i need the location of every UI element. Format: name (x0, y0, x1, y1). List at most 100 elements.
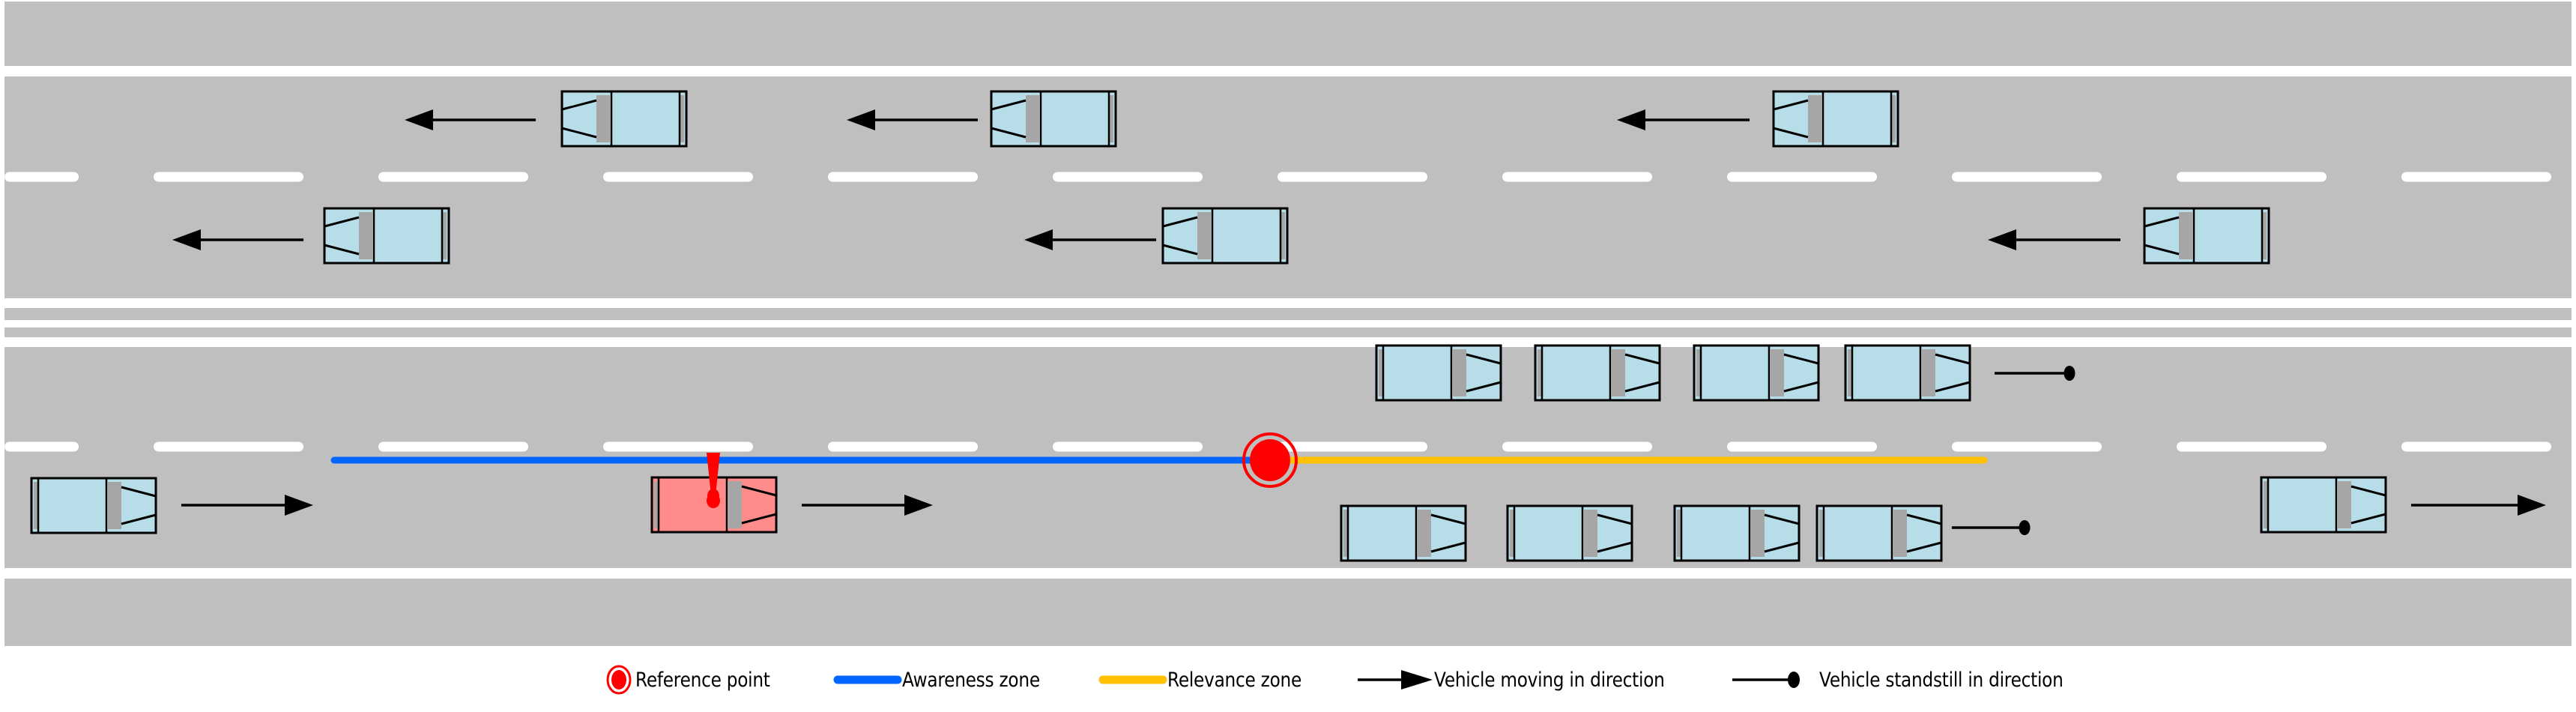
hood-line (1906, 513, 1942, 525)
moving-arrow-left (405, 109, 536, 130)
lane-dash (1278, 441, 1427, 452)
car-body (990, 90, 1117, 148)
rear-window (442, 212, 447, 259)
arrow-head (847, 109, 875, 130)
lane-dash (828, 172, 978, 182)
arrow-head (405, 109, 433, 130)
standstill-dot (2063, 366, 2075, 381)
hood-line (1624, 353, 1660, 365)
standstill-marker (1995, 366, 2075, 381)
windshield (107, 482, 121, 529)
reference-point-layer (1242, 432, 1298, 488)
lane-dash (378, 441, 528, 452)
windshield (596, 95, 611, 142)
lane-dash (154, 172, 303, 182)
reference-dot (1250, 439, 1290, 481)
hood-line (1764, 541, 1800, 553)
car-l2-2 (2260, 476, 2387, 534)
windshield (1750, 510, 1765, 557)
car-body (1506, 504, 1633, 562)
lane-dash (154, 441, 303, 452)
moving-arrow-left (1617, 109, 1750, 130)
rear-window (680, 95, 684, 142)
windshield (1417, 510, 1431, 557)
warning-dot-shadow (707, 493, 720, 508)
arrow-head (172, 229, 201, 250)
rear-window (1510, 510, 1514, 557)
reference-ring (1242, 432, 1298, 488)
top-shoulder (4, 1, 2572, 66)
hood-line (1764, 513, 1800, 525)
hood-line (561, 127, 597, 139)
windshield (2337, 481, 2351, 528)
rear-window (1696, 349, 1701, 396)
hood-line (1783, 381, 1819, 393)
hood-line (1466, 353, 1502, 365)
hood-line (1162, 244, 1198, 256)
car-body (1815, 504, 1943, 562)
car-body (30, 477, 157, 534)
windshield (1026, 95, 1040, 142)
legend-label: Reference point (635, 668, 770, 692)
hood-line (121, 486, 157, 498)
hood-line (1597, 541, 1633, 553)
warning-bar (707, 453, 720, 495)
lane-dash (1053, 172, 1203, 182)
standstill-dot (2019, 520, 2031, 535)
lane-dash (1727, 441, 1877, 452)
lane-dash (1952, 441, 2102, 452)
hood-line (1466, 381, 1502, 393)
car-body (1673, 504, 1801, 562)
hood-line (991, 99, 1027, 111)
moving-arrow-right (181, 495, 313, 516)
car-body (1161, 207, 1289, 265)
arrow-head (2518, 495, 2546, 516)
traffic-scene (4, 1, 2572, 646)
hood-line (1162, 216, 1198, 228)
lane-dash (4, 441, 79, 452)
hood-line (741, 485, 777, 497)
hood-line (2350, 513, 2386, 525)
arrow-head (904, 495, 933, 516)
legend-label: Vehicle standstill in direction (1819, 668, 2063, 692)
car-body (1534, 344, 1661, 402)
legend-item-reference-point: Reference point (605, 654, 792, 706)
rear-window (1538, 349, 1542, 396)
rear-window (1848, 349, 1852, 396)
lane-dash (2401, 172, 2551, 182)
hood-line (1430, 541, 1466, 553)
reference-point-icon (1242, 432, 1298, 488)
windshield (1583, 510, 1597, 557)
median-strip-2 (4, 328, 2572, 337)
moving-arrow-left (847, 109, 978, 130)
yellow-line-icon (1098, 675, 1167, 684)
rear-window (1281, 212, 1285, 259)
car-l1-1 (1375, 344, 1502, 402)
lane-dash (2177, 441, 2326, 452)
hood-line (1783, 353, 1819, 365)
car-l1-3 (1693, 344, 1820, 402)
car-body (1693, 344, 1820, 402)
hood-line (1906, 541, 1942, 553)
windshield (1808, 95, 1822, 142)
road (4, 1, 2572, 646)
lane-dash (603, 172, 753, 182)
rear-window (1819, 510, 1824, 557)
car-u1-1 (560, 90, 688, 148)
median-strip-1 (4, 308, 2572, 320)
car-u2-2 (1161, 207, 1289, 265)
lane-dash (1502, 441, 1652, 452)
moving-arrow-left (1988, 229, 2120, 250)
arrow-right-icon (1358, 670, 1433, 690)
upper-roadway (4, 76, 2572, 298)
car-l2-q4 (1815, 504, 1943, 562)
target-circle-icon (606, 665, 632, 695)
hood-line (991, 127, 1027, 139)
lane-dash (1502, 172, 1652, 182)
legend-label: Awareness zone (902, 668, 1040, 692)
hood-line (1773, 99, 1809, 111)
hood-line (121, 513, 157, 525)
car-l1-2 (1534, 344, 1661, 402)
car-body (1772, 90, 1899, 148)
hood-line (1597, 513, 1633, 525)
